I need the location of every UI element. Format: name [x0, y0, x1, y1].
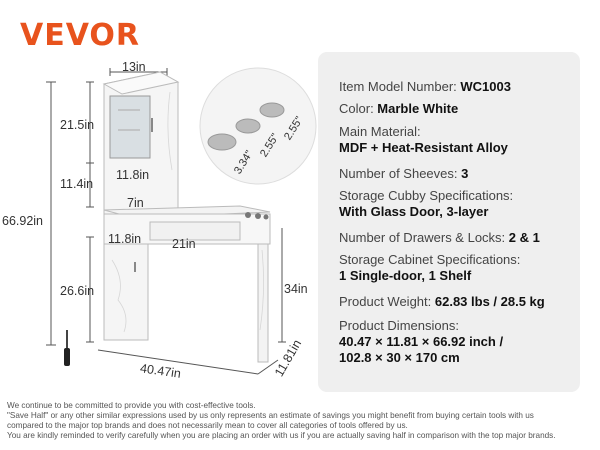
disclaimer-line-3: compared to the major top brands and doe… [7, 421, 408, 430]
spec-cabinet: Storage Cabinet Specifications: 1 Single… [339, 252, 520, 284]
dim-top-width: 13in [122, 60, 146, 74]
spec-panel [318, 52, 580, 392]
spec-weight: Product Weight: 62.83 lbs / 28.5 kg [339, 294, 545, 310]
disclaimer-line-1: We continue to be committed to provide y… [7, 401, 256, 410]
disclaimer-line-4: You are kindly reminded to verify carefu… [7, 431, 556, 440]
spec-material-label: Main Material: [339, 124, 421, 139]
spec-weight-value: 62.83 lbs / 28.5 kg [434, 294, 545, 309]
spec-shelves-value: 3 [461, 166, 469, 181]
spec-model: Item Model Number: WC1003 [339, 79, 511, 95]
spec-dims-value-cm: 102.8 × 30 × 170 cm [339, 350, 460, 365]
spec-cubby-value: With Glass Door, 3-layer [339, 204, 489, 219]
spec-cabinet-label: Storage Cabinet Specifications: [339, 252, 521, 267]
spec-cabinet-value: 1 Single-door, 1 Shelf [339, 268, 472, 283]
spec-dims: Product Dimensions: 40.47 × 11.81 × 66.9… [339, 318, 503, 366]
spec-material-value: MDF + Heat-Resistant Alloy [339, 140, 508, 155]
dim-total-height: 66.92in [2, 214, 44, 228]
spec-color-label: Color: [339, 101, 378, 116]
vanity-drawing [46, 67, 317, 375]
dim-drawer-left: 11.8in [108, 232, 142, 246]
product-illustration: 13in 21.5in 11.4in 11.8in 7in 11.8in 21i… [0, 0, 320, 400]
spec-cubby: Storage Cubby Specifications: With Glass… [339, 188, 513, 220]
spec-cubby-label: Storage Cubby Specifications: [339, 188, 514, 203]
spec-weight-label: Product Weight: [339, 294, 435, 309]
spec-color-value: Marble White [377, 101, 459, 116]
spec-drawers: Number of Drawers & Locks: 2 & 1 [339, 230, 540, 246]
disclaimer-line-2: "Save Half" or any other similar express… [7, 411, 534, 420]
dim-cabinet-height: 26.6in [60, 284, 95, 298]
dim-shelf-width: 11.8in [116, 168, 150, 182]
spec-drawers-label: Number of Drawers & Locks: [339, 230, 509, 245]
spec-color: Color: Marble White [339, 101, 458, 117]
spec-shelves-label: Number of Sheeves: [339, 166, 462, 181]
dim-cubby-depth: 7in [127, 196, 144, 210]
spec-model-value: WC1003 [460, 79, 511, 94]
disclaimer: We continue to be committed to provide y… [7, 401, 597, 441]
spec-dims-label: Product Dimensions: [339, 318, 459, 333]
dim-upper-height: 21.5in [60, 118, 95, 132]
spec-model-label: Item Model Number: [339, 79, 461, 94]
vevor-logo: VEVOR [20, 18, 141, 53]
spec-shelves: Number of Sheeves: 3 [339, 166, 468, 182]
dim-drawer-width: 21in [172, 237, 196, 251]
dim-table-height: 34in [284, 282, 308, 296]
dim-shelf-gap: 11.4in [60, 177, 94, 191]
spec-drawers-value: 2 & 1 [508, 230, 540, 245]
spec-material: Main Material: MDF + Heat-Resistant Allo… [339, 124, 508, 156]
spec-dims-value-in: 40.47 × 11.81 × 66.92 inch / [339, 334, 504, 349]
